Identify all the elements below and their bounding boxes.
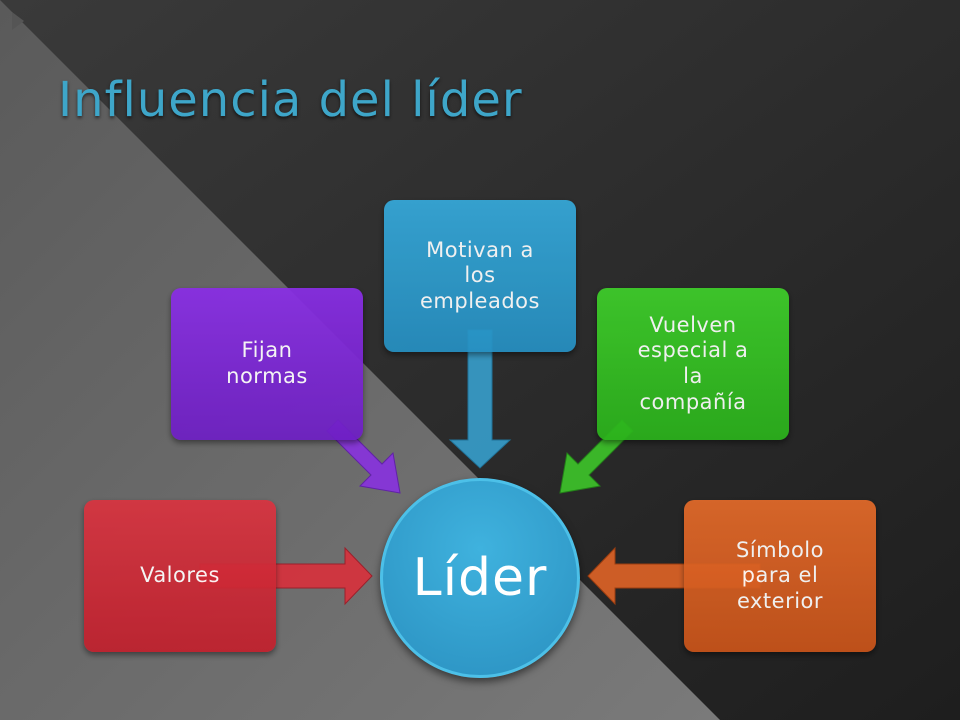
- node-normas-line-2: normas: [226, 364, 308, 388]
- node-simbolo: Símbolo para el exterior: [684, 500, 876, 652]
- node-especial-line-4: compañía: [639, 389, 747, 414]
- node-especial: Vuelven especial a la compañía: [597, 288, 789, 440]
- node-motivan: Motivan a los empleados: [384, 200, 576, 352]
- slide-nav-arrow-icon: [12, 12, 24, 30]
- node-simbolo-line-3: exterior: [736, 588, 824, 613]
- node-motivan-line-3: empleados: [420, 288, 540, 313]
- node-simbolo-line-2: para el: [741, 563, 819, 588]
- center-node-label: Líder: [412, 548, 548, 608]
- node-especial-line-3: la: [683, 364, 703, 388]
- node-simbolo-line-1: Símbolo: [736, 537, 824, 562]
- node-especial-line-1: Vuelven: [649, 312, 737, 337]
- node-especial-line-2: especial a: [637, 338, 749, 363]
- node-valores: Valores: [84, 500, 276, 652]
- node-motivan-line-1: Motivan a: [426, 237, 534, 262]
- slide-title: Influencia del líder: [58, 72, 523, 128]
- node-normas-line-1: Fijan: [241, 338, 293, 363]
- center-node-lider: Líder: [380, 478, 580, 678]
- node-motivan-line-2: los: [464, 263, 496, 288]
- node-valores-line-1: Valores: [140, 563, 220, 588]
- node-normas: Fijan normas: [171, 288, 363, 440]
